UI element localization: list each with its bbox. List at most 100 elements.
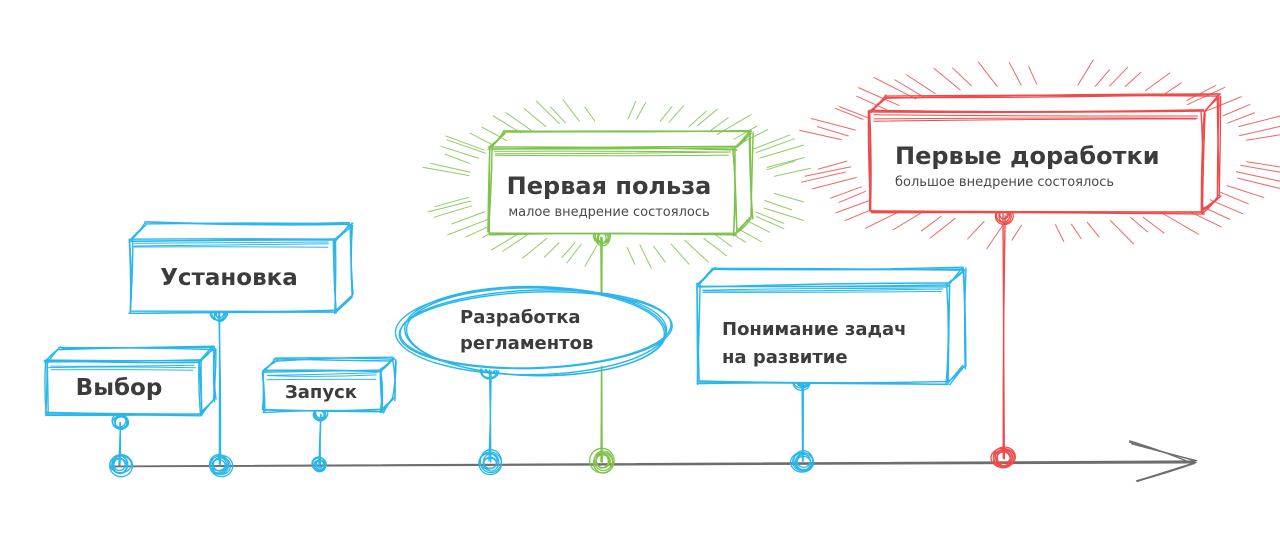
axis-marker (789, 450, 815, 473)
glow-ray (1008, 61, 1022, 86)
milestone-box (43, 345, 217, 417)
sketch-stroke (487, 145, 737, 150)
glow-ray (688, 110, 708, 128)
glow-ray (521, 237, 548, 259)
glow-ray (434, 196, 470, 208)
sketch-stroke (43, 359, 199, 364)
glow-ray (451, 211, 486, 225)
milestone-ellipse (394, 285, 673, 377)
sketch-stroke (749, 131, 753, 218)
glow-ray (561, 241, 576, 259)
sketch-stroke (703, 288, 944, 292)
glow-ray (1086, 221, 1100, 238)
sketch-stroke (1216, 93, 1220, 197)
marker-loop (595, 454, 610, 469)
sketch-stroke (735, 217, 752, 234)
axis-line (111, 462, 1196, 468)
glow-ray (804, 166, 852, 177)
milestone-label: Первая польза (507, 172, 712, 200)
glow-ray (422, 166, 470, 177)
glow-ray (894, 79, 925, 98)
glow-ray (1108, 66, 1129, 87)
glow-ray (892, 212, 922, 231)
glow-ray (627, 100, 637, 120)
glow-ray (857, 87, 900, 107)
glow-ray (659, 105, 673, 122)
glow-ray (773, 192, 804, 203)
sketch-stroke (962, 266, 967, 368)
sketch-stroke (265, 408, 385, 413)
glow-ray (696, 108, 718, 127)
milestone-box (867, 93, 1222, 215)
glow-ray (1054, 224, 1065, 243)
axis-marker (208, 454, 234, 478)
axis-line (111, 460, 1197, 467)
sketch-stroke (1201, 112, 1206, 215)
milestone-stem (1002, 213, 1005, 460)
sketch-stroke (947, 365, 963, 384)
sketch-stroke (487, 146, 493, 233)
glow-ray (800, 171, 846, 183)
marker-loop (209, 454, 234, 478)
marker-loop (112, 455, 129, 475)
sketch-stroke (335, 222, 351, 239)
milestone-box (696, 266, 967, 386)
glow-ray (639, 244, 652, 269)
milestone-stem (119, 422, 122, 466)
glow-ray (446, 139, 486, 154)
box-fill (46, 362, 200, 414)
axis-marker (478, 449, 503, 476)
box-fill (870, 112, 1203, 212)
glow-ray (440, 145, 480, 159)
sketch-stroke (1204, 96, 1218, 113)
glow-ray (745, 219, 771, 233)
axis-arrowhead-lower (1135, 461, 1197, 482)
ellipse-stroke (405, 287, 666, 377)
glow-ray (562, 99, 580, 122)
shape-marker (111, 413, 130, 431)
sketch-stroke (379, 397, 395, 412)
sketch-stroke (134, 241, 329, 244)
glow-ray (635, 102, 647, 120)
glow-ray (799, 129, 842, 141)
milestone-label: Выбор (76, 375, 163, 401)
glow-ray (543, 242, 560, 258)
sketch-stroke (488, 132, 506, 148)
glow-ray (566, 243, 582, 264)
glow-ray (763, 207, 805, 221)
glow-ray (1129, 216, 1149, 233)
glow-ray (584, 245, 598, 267)
sketch-stroke (947, 267, 963, 288)
glow-ray (1238, 125, 1280, 137)
glow-ray (1220, 191, 1249, 205)
glow-ray (920, 215, 942, 232)
sketch-stroke (332, 239, 337, 311)
sketch-stroke (504, 130, 752, 133)
glow-ray (626, 246, 636, 265)
sketch-stroke (871, 211, 1205, 215)
sketch-stroke (197, 346, 214, 363)
sketch-stroke (133, 243, 329, 247)
sketch-stroke (45, 359, 48, 417)
milestone-label: Запуск (285, 382, 357, 403)
glow-ray (584, 106, 596, 122)
axis-marker (990, 446, 1016, 469)
glow-ray (1109, 219, 1135, 245)
glow-ray (668, 105, 685, 123)
marker-loop (209, 454, 229, 474)
sketch-stroke (46, 413, 201, 417)
milestone-stem (801, 382, 804, 462)
sketch-stroke (132, 309, 337, 314)
marker-loop (113, 458, 126, 472)
glow-ray (469, 132, 494, 146)
glow-ray (1226, 185, 1265, 199)
glow-ray (1245, 134, 1280, 141)
glow-ray (951, 67, 972, 87)
glow-ray (1124, 71, 1142, 88)
sketch-stroke (350, 225, 354, 296)
sketch-stroke (50, 369, 194, 371)
glow-ray (1238, 115, 1280, 128)
glow-ray (1205, 96, 1242, 112)
marker-loop (211, 457, 232, 476)
